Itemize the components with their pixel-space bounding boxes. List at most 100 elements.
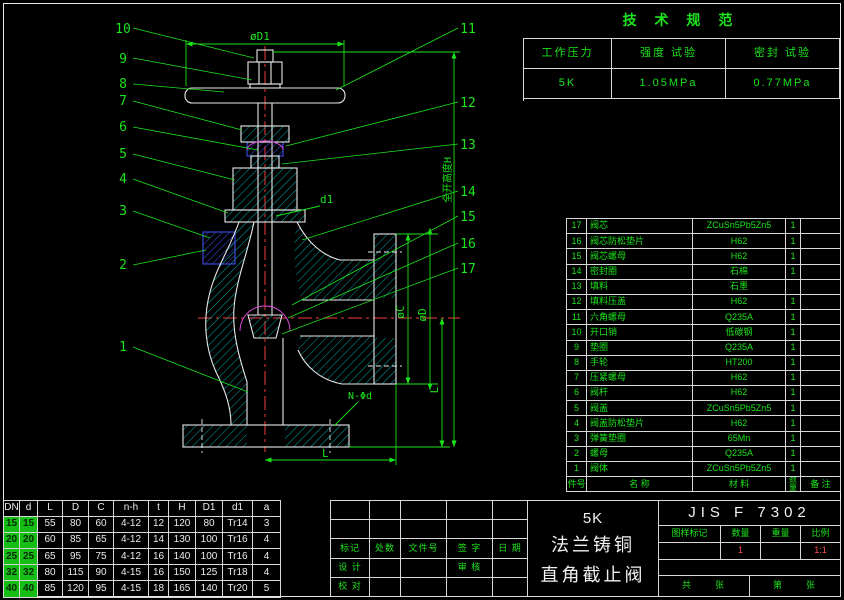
part-qty: 1	[786, 294, 801, 311]
seat-detail	[239, 140, 291, 332]
part-qty: 1	[786, 462, 801, 478]
dim-label-l-right: L	[428, 386, 441, 393]
dim-label-l-bottom: L	[322, 447, 329, 460]
part-qty: 1	[786, 401, 801, 417]
part-name: 压紧螺母	[587, 370, 693, 387]
dim-cell: 85	[63, 533, 89, 550]
callout-leaders	[132, 27, 459, 393]
dim-label-d1: d1	[320, 193, 333, 206]
revision-cell	[331, 501, 370, 521]
dim-cell: 40	[20, 581, 38, 598]
part-no: 3	[567, 431, 587, 447]
spec-value-seal: 0.77MPa	[726, 69, 840, 99]
union-nut-part	[202, 231, 236, 265]
dim-cell: Tr20	[223, 581, 253, 598]
part-name: 填料	[587, 279, 693, 295]
revision-cell	[447, 501, 493, 521]
callout-8: 8	[119, 77, 127, 92]
part-note	[801, 264, 841, 280]
part-material: HT200	[693, 355, 786, 371]
part-material: H62	[693, 416, 786, 432]
title-block-right: JIS F 7302 图样标记 数量 重量 比例 1 1:1 共 张 第 张	[659, 501, 841, 597]
dim-header: D	[63, 501, 89, 518]
dim-cell: 80	[63, 517, 89, 534]
dim-cell: 20	[20, 533, 38, 550]
design-label: 设 计	[331, 558, 370, 578]
dim-label-c: øC	[394, 305, 407, 318]
meta-value-scale: 1:1	[801, 543, 841, 560]
part-no: 10	[567, 325, 587, 341]
part-material: Q235A	[693, 446, 786, 462]
dim-cell: 130	[169, 533, 196, 550]
part-note	[801, 370, 841, 387]
dim-cell: 80	[38, 565, 63, 582]
dim-cell: 25	[4, 549, 20, 566]
part-qty: 1	[786, 310, 801, 326]
dim-cell: 5	[253, 581, 281, 598]
part-material: H62	[693, 234, 786, 250]
spec-header-strength: 强度 试验	[612, 39, 726, 69]
drawing-title: 5K 法兰铸铜 直角截止阀	[528, 501, 659, 597]
dim-labels: øD1 d1 øC øD L L 全开高度H N-Φd	[250, 30, 454, 460]
part-no: 15	[567, 249, 587, 265]
callout-13: 13	[460, 138, 476, 153]
spec-header-seal: 密封 试验	[726, 39, 840, 69]
dim-cell: 95	[63, 549, 89, 566]
part-qty: 1	[786, 234, 801, 250]
dim-header: a	[253, 501, 281, 518]
part-note	[801, 219, 841, 235]
dim-cell: 55	[38, 517, 63, 534]
standard-number: JIS F 7302	[659, 501, 841, 526]
dim-cell: 140	[169, 549, 196, 566]
part-name: 填料压盖	[587, 294, 693, 311]
dim-cell: 140	[196, 581, 223, 598]
design-row: 设 计 审 核	[331, 558, 528, 578]
part-material: ZCuSn5Pb5Zn5	[693, 462, 786, 478]
part-qty: 1	[786, 340, 801, 356]
callout-numbers: 10 9 8 7 6 5 4 3 2 1 11 12 13 14 15 16 1…	[115, 22, 476, 355]
parts-footer-note: 备 注	[801, 477, 841, 493]
rev-header-sign: 签 字	[447, 539, 493, 559]
dim-cell: 40	[4, 581, 20, 598]
part-material: 石墨	[693, 279, 786, 295]
part-name: 阀盖	[587, 401, 693, 417]
dim-cell: Tr18	[223, 565, 253, 582]
dim-label-bolt-note: N-Φd	[348, 391, 372, 402]
dim-header: D1	[196, 501, 223, 518]
tech-spec-table: 工作压力 强度 试验 密封 试验 5K 1.05MPa 0.77MPa	[523, 38, 840, 101]
dim-cell: Tr16	[223, 549, 253, 566]
revision-header-row: 标记 处数 文件号 签 字 日 期	[331, 539, 528, 559]
sheet-row: 共 张 第 张	[659, 576, 841, 597]
dim-cell: 100	[196, 549, 223, 566]
dim-cell: 150	[169, 565, 196, 582]
part-material: ZCuSn5Pb5Zn5	[693, 219, 786, 235]
design-cell	[401, 558, 447, 578]
revision-cell	[493, 501, 528, 521]
part-name: 手轮	[587, 355, 693, 371]
part-no: 6	[567, 386, 587, 402]
parts-footer-no: 件号	[567, 477, 587, 493]
dim-cell: 4-15	[114, 565, 149, 582]
dim-cell: 4	[253, 565, 281, 582]
part-qty: 1	[786, 249, 801, 265]
part-no: 4	[567, 416, 587, 432]
dim-label-open-height: 全开高度H	[441, 157, 454, 203]
dimension-lines	[185, 40, 460, 465]
callout-10: 10	[115, 22, 131, 37]
part-material: 低碳钢	[693, 325, 786, 341]
part-name: 阀体	[587, 462, 693, 478]
part-name: 六角螺母	[587, 310, 693, 326]
dim-cell: 4-12	[114, 533, 149, 550]
part-material: H62	[693, 294, 786, 311]
part-name: 阀芯螺母	[587, 249, 693, 265]
rev-header-mark: 标记	[331, 539, 370, 559]
part-name: 开口销	[587, 325, 693, 341]
part-no: 12	[567, 294, 587, 311]
revision-cell	[331, 520, 370, 540]
dim-header: d	[20, 501, 38, 518]
part-no: 8	[567, 355, 587, 371]
dim-header: DN	[4, 501, 20, 518]
meta-header-weight: 重量	[761, 526, 801, 543]
part-no: 17	[567, 219, 587, 235]
